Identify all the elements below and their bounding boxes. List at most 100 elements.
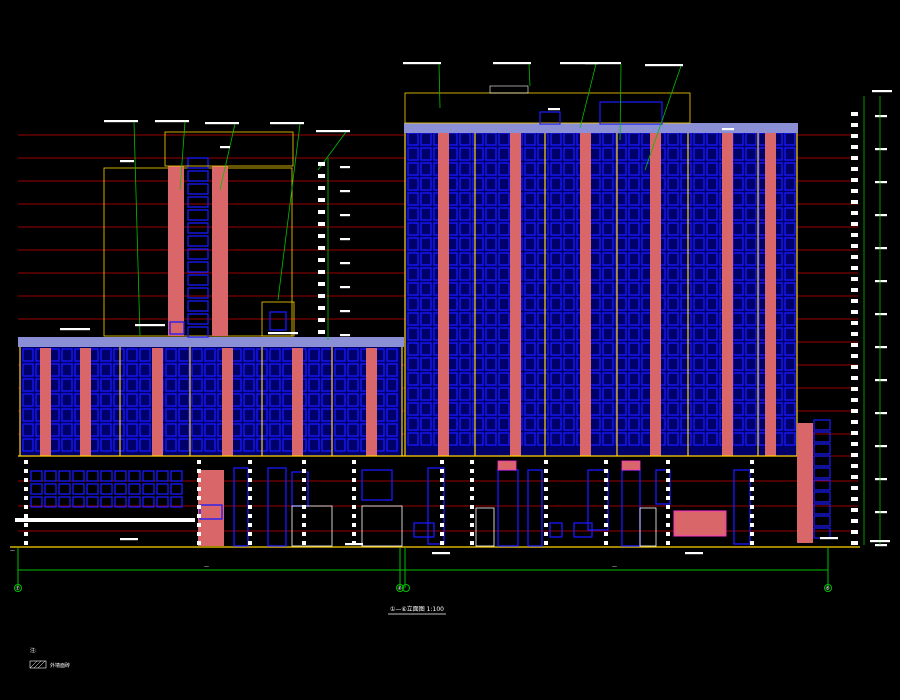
window bbox=[693, 327, 705, 341]
signage-panel bbox=[497, 460, 517, 471]
mullion-marker bbox=[24, 469, 28, 473]
window bbox=[459, 282, 471, 296]
annotation-tag bbox=[135, 324, 165, 327]
window bbox=[602, 402, 614, 416]
mullion-marker bbox=[302, 469, 306, 473]
window bbox=[524, 417, 536, 431]
mullion-marker bbox=[604, 532, 608, 536]
window bbox=[784, 252, 796, 266]
window bbox=[459, 387, 471, 401]
window bbox=[667, 432, 679, 446]
mullion-marker bbox=[544, 505, 548, 509]
annex-window bbox=[813, 443, 831, 455]
window bbox=[334, 378, 346, 392]
window bbox=[472, 342, 484, 356]
window bbox=[485, 342, 497, 356]
window bbox=[693, 177, 705, 191]
level-marker bbox=[851, 244, 858, 248]
annotation-tag bbox=[875, 544, 887, 547]
mullion-marker bbox=[470, 487, 474, 491]
window bbox=[485, 147, 497, 161]
window bbox=[485, 417, 497, 431]
window bbox=[170, 483, 183, 495]
window bbox=[100, 363, 112, 377]
window bbox=[485, 177, 497, 191]
window bbox=[615, 252, 627, 266]
window bbox=[459, 342, 471, 356]
window bbox=[563, 282, 575, 296]
window bbox=[667, 192, 679, 206]
window bbox=[420, 312, 432, 326]
window bbox=[86, 470, 99, 482]
window bbox=[191, 363, 203, 377]
dimension-label: — bbox=[612, 564, 617, 570]
level-marker bbox=[318, 174, 325, 178]
pier bbox=[722, 133, 733, 456]
level-marker bbox=[318, 222, 325, 226]
window bbox=[784, 222, 796, 236]
window bbox=[44, 496, 57, 508]
leader-line bbox=[277, 123, 301, 301]
window bbox=[44, 470, 57, 482]
window bbox=[563, 177, 575, 191]
mullion-marker bbox=[24, 460, 28, 464]
window bbox=[139, 393, 151, 407]
canopy bbox=[15, 518, 195, 522]
window bbox=[407, 207, 419, 221]
annex-window bbox=[813, 491, 831, 503]
window bbox=[602, 267, 614, 281]
window bbox=[334, 438, 346, 452]
window bbox=[550, 402, 562, 416]
window bbox=[308, 438, 320, 452]
window bbox=[347, 408, 359, 422]
window bbox=[680, 297, 692, 311]
window bbox=[550, 267, 562, 281]
window bbox=[407, 432, 419, 446]
window bbox=[602, 177, 614, 191]
window bbox=[693, 237, 705, 251]
window bbox=[308, 408, 320, 422]
window bbox=[472, 402, 484, 416]
window bbox=[459, 267, 471, 281]
window bbox=[269, 423, 281, 437]
window bbox=[563, 417, 575, 431]
window bbox=[334, 393, 346, 407]
window bbox=[485, 327, 497, 341]
window bbox=[537, 222, 549, 236]
window bbox=[347, 363, 359, 377]
legend-item-label: 外墙面砖 bbox=[50, 662, 70, 669]
window bbox=[420, 252, 432, 266]
window bbox=[485, 282, 497, 296]
mullion-marker bbox=[197, 460, 201, 464]
window bbox=[139, 348, 151, 362]
level-marker bbox=[318, 210, 325, 214]
window bbox=[615, 237, 627, 251]
window bbox=[30, 470, 43, 482]
mullion-marker bbox=[604, 469, 608, 473]
mullion-marker bbox=[352, 496, 356, 500]
window bbox=[667, 372, 679, 386]
window bbox=[550, 207, 562, 221]
window bbox=[602, 252, 614, 266]
mullion-marker bbox=[666, 505, 670, 509]
window bbox=[472, 222, 484, 236]
window bbox=[485, 267, 497, 281]
window bbox=[550, 372, 562, 386]
window bbox=[407, 357, 419, 371]
mullion-marker bbox=[248, 541, 252, 545]
pier bbox=[650, 133, 661, 456]
window bbox=[693, 432, 705, 446]
window bbox=[615, 222, 627, 236]
window bbox=[459, 252, 471, 266]
window bbox=[745, 387, 757, 401]
annotation-tag bbox=[875, 379, 887, 382]
window bbox=[537, 312, 549, 326]
window bbox=[628, 417, 640, 431]
window bbox=[459, 177, 471, 191]
window bbox=[472, 432, 484, 446]
level-marker bbox=[851, 321, 858, 325]
window bbox=[784, 372, 796, 386]
mullion-marker bbox=[24, 532, 28, 536]
leader-line bbox=[438, 63, 441, 109]
window bbox=[407, 222, 419, 236]
